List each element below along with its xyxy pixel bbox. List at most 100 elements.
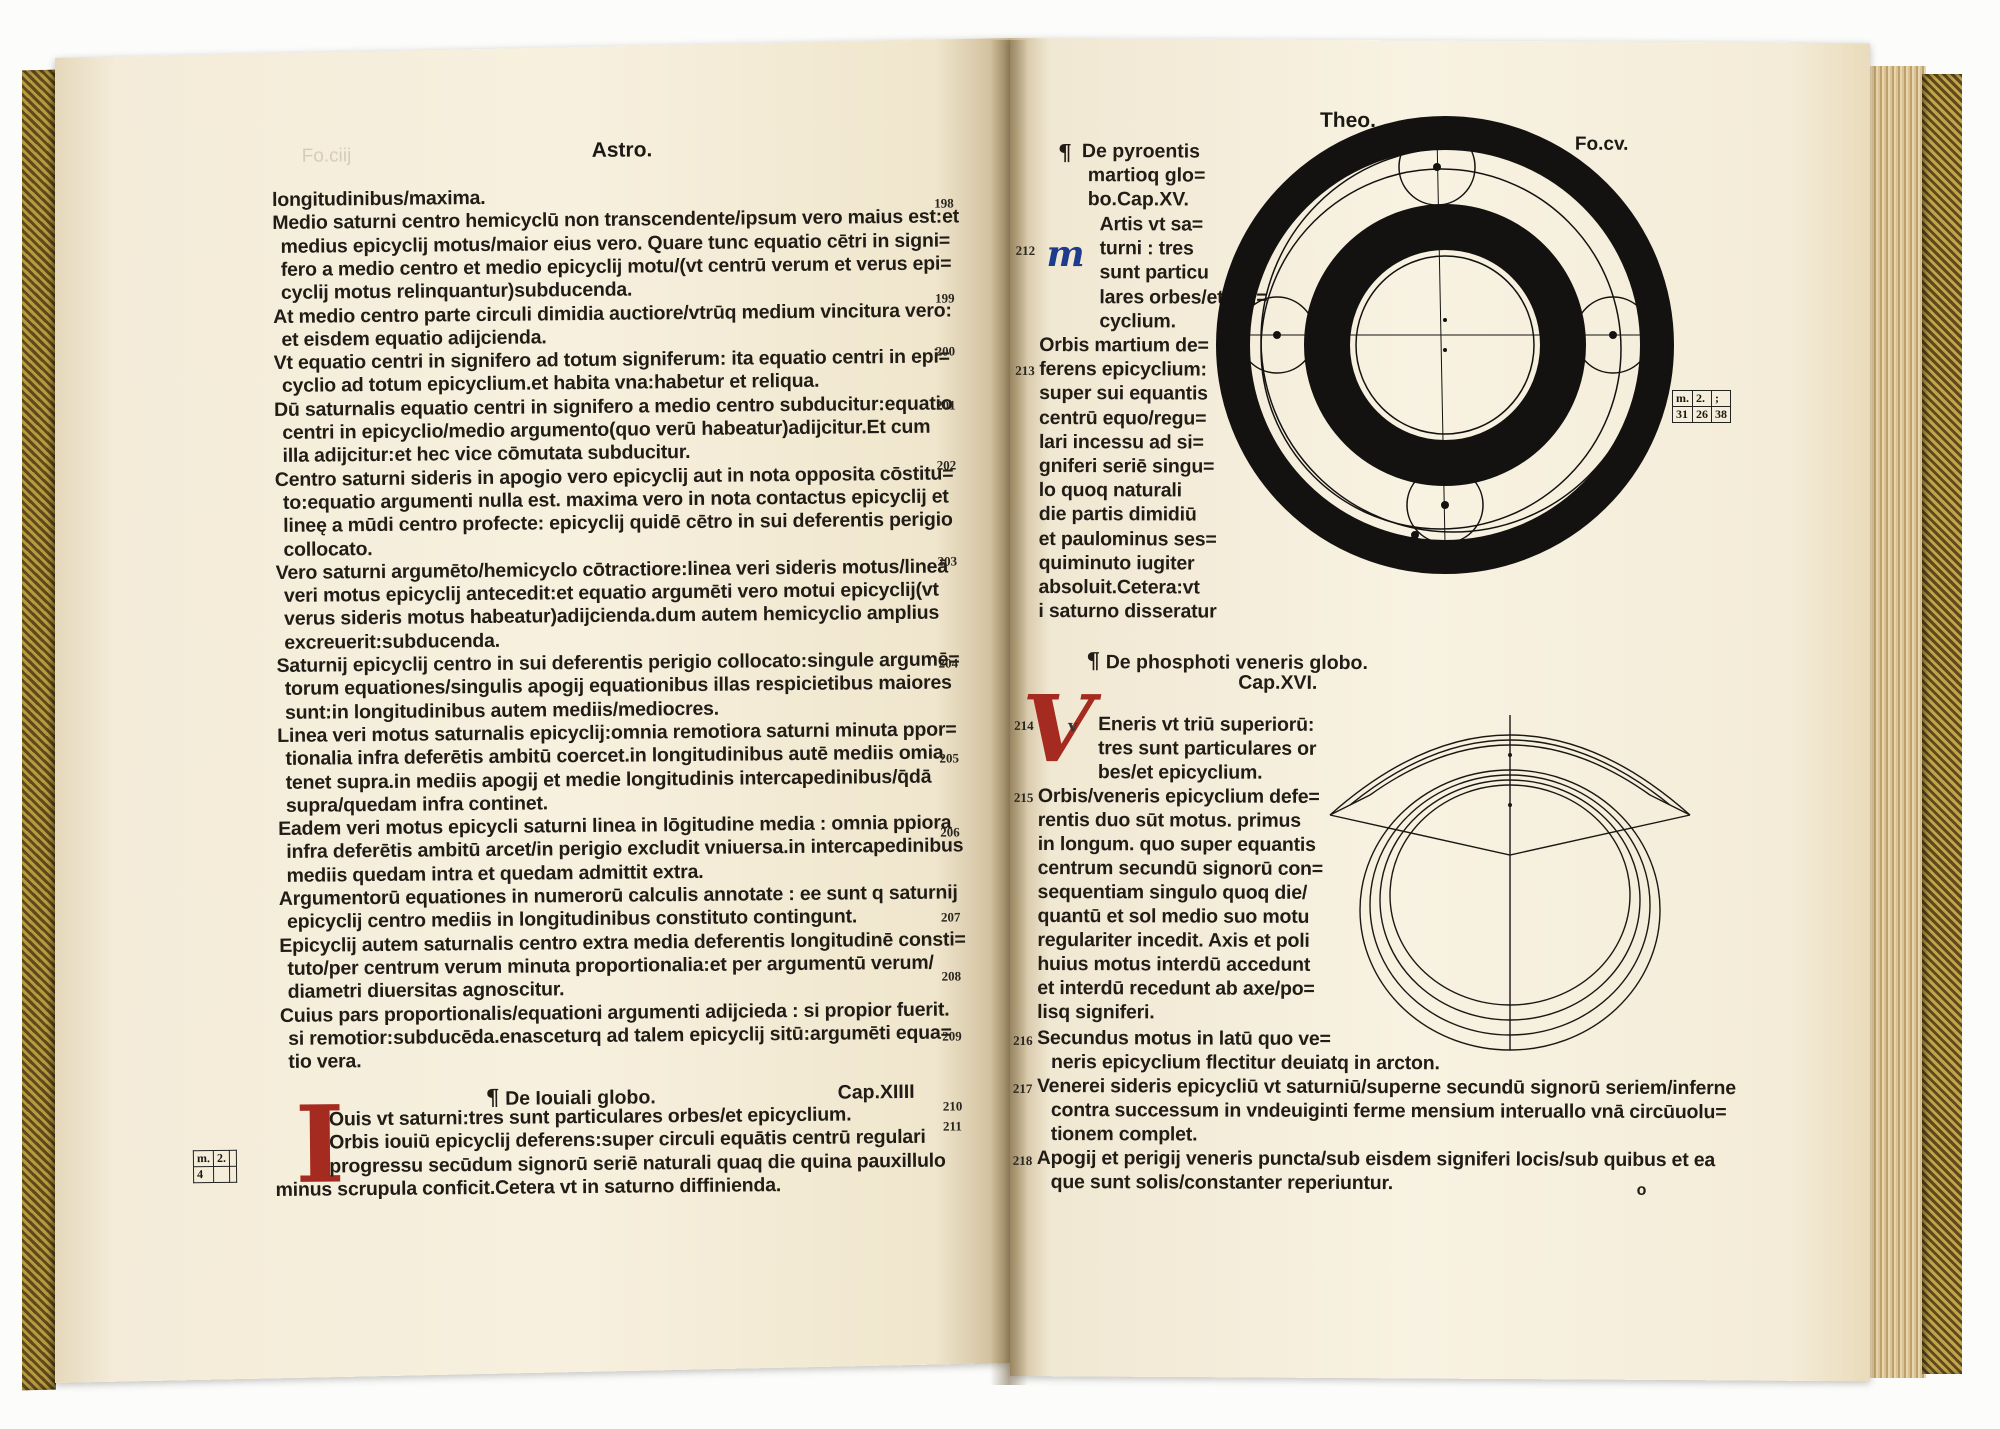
table-cell: 31 [1672,406,1693,423]
mars-line: centrū equo/regu= [1039,406,1207,430]
left-body-line: longitudinibus/maxima. [271,186,486,211]
mars-equant-circle [1260,168,1622,530]
left-body-line: excreuerit:subducenda. [284,629,501,654]
mars-line: i saturno disseratur [1038,600,1217,623]
mars-line: Orbis martium de= [1039,333,1209,357]
mars-line: et paulominus ses= [1038,527,1217,551]
center-dot [1508,803,1512,807]
left-body-line: mediis quedam intra et quedam admittit e… [286,860,704,887]
table-cell [229,1166,237,1183]
margin-number: 208 [941,968,962,984]
table-cell: m. [1672,390,1693,407]
margin-number: 202 [936,457,957,473]
epicycle-center-dot [1609,331,1617,339]
margin-number: 198 [934,195,954,211]
book-gutter [990,40,1028,1385]
mars-line: super sui equantis [1039,382,1208,405]
left-body-line: cyclio ad totum epicyclium.et habita vna… [281,370,820,398]
center-dot [1508,753,1512,757]
mars-line: sunt particu [1099,261,1209,284]
table-cell: 2. [213,1150,230,1167]
margin-number: 211 [942,1118,962,1134]
left-body-line: illa adijcitur:et hec vice cōmutata subd… [282,441,691,468]
epicycle-top [1398,128,1476,206]
apsidal-line [1436,134,1446,544]
mars-heading-line: bo.Cap.XV. [1087,188,1189,211]
table-cell [213,1166,230,1183]
venus-line: Eneris vt triū superiorū: [1098,713,1315,736]
mars-line: turni : tres [1099,237,1194,260]
signature-mark: o [1636,1181,1647,1199]
venus-arc-end [1329,794,1371,816]
mars-line: quiminuto iugiter [1038,551,1195,575]
left-body-line: supra/quedam infra continet. [285,792,549,817]
venus-full-line: tionem complet. [1050,1123,1198,1146]
jupiter-line: minus scrupula conficit.Cetera vt in sat… [275,1174,782,1201]
margin-number: 215 [1013,789,1034,805]
ghost-folio: Fo.ciij [301,145,352,167]
venus-line: bes/et epicyclium. [1097,761,1263,784]
margin-number: 199 [934,290,955,306]
venus-line: Orbis/veneris epicyclium defe= [1037,784,1320,808]
venus-heading-text: De phosphoti veneris globo. [1105,651,1368,675]
venus-line: tres sunt particulares or [1097,737,1317,760]
left-margin-table: m.2. 4 [193,1150,237,1183]
margin-number: 212 [1015,242,1036,258]
epicycle-center-dot [1433,163,1441,171]
jupiter-line: Ouis vt saturni:tres sunt particulares o… [328,1103,852,1131]
venus-line: in longum. quo super equantis [1037,832,1316,856]
left-running-head: Astro. [591,138,653,162]
venus-line: rentis duo sūt motus. primus [1037,808,1301,832]
right-cover-binding [1922,74,1962,1374]
mars-line: cyclium. [1099,309,1176,333]
table-cell: 38 [1711,406,1731,423]
mars-inner-circle [1355,255,1535,435]
left-body-line: cyclij motus relinquantur)subducenda. [280,278,633,305]
margin-number: 203 [937,553,958,569]
venus-line: sequentiam singulo quoq die/ [1037,880,1308,904]
mars-line: ferens epicyclium: [1039,358,1207,381]
margin-number: 213 [1015,362,1035,378]
margin-number: 216 [1013,1032,1033,1048]
venus-orbit-diagram [1329,715,1691,1051]
center-dot [1443,348,1447,352]
margin-number: 209 [942,1028,962,1044]
mars-orbit-diagram [1216,116,1674,574]
venus-guide-letter: v [1068,716,1078,736]
table-cell: 4 [193,1166,214,1183]
left-body-line: diametri diuersitas agnoscitur. [287,978,565,1004]
planet-dot [1241,329,1249,337]
mars-line: lari incessu ad si= [1038,430,1204,454]
venus-full-line: que sunt solis/constanter reperiuntur. [1050,1171,1394,1195]
table-cell: 26 [1692,406,1712,423]
mars-blue-initial: m [1046,233,1085,276]
margin-number: 218 [1012,1152,1033,1168]
table-cell: 2. [1692,390,1712,407]
table-cell: m. [193,1150,214,1167]
margin-number: 201 [936,397,956,413]
page-edges [1860,66,1926,1378]
mars-heading-line: De pyroentis [1081,140,1201,163]
left-body-line: sunt:in longitudinibus autem mediis/medi… [284,697,720,724]
planet-dot [1641,361,1649,369]
mars-line: die partis dimidiū [1038,503,1197,526]
venus-line: centrum secundū signorū con= [1037,856,1324,880]
venus-heading: ¶ De phosphoti veneris globo. [1086,648,1368,675]
pilcrow-icon: ¶ [1057,140,1072,167]
venus-chapter-number: Cap.XVI. [1238,671,1318,694]
pilcrow-icon: ¶ [1086,648,1101,675]
margin-number: 217 [1012,1080,1033,1096]
venus-full-line: Secundus motus in latū quo ve= [1037,1026,1331,1050]
venus-line: quantū et sol medio suo motu [1037,904,1310,928]
table-cell: ; [1711,390,1731,407]
mars-line: absoluit.Cetera:vt [1038,575,1200,599]
epicycle-center-dot [1441,501,1449,509]
venus-line: lisq signiferi. [1037,1000,1155,1024]
left-body-line: et eisdem equatio adijcienda. [281,326,547,351]
mars-line: lo quoq naturali [1038,479,1182,502]
margin-number: 210 [942,1098,963,1114]
venus-full-line: Apogij et perigij veneris puncta/sub eis… [1036,1146,1716,1172]
left-body-line: collocato. [283,537,373,561]
